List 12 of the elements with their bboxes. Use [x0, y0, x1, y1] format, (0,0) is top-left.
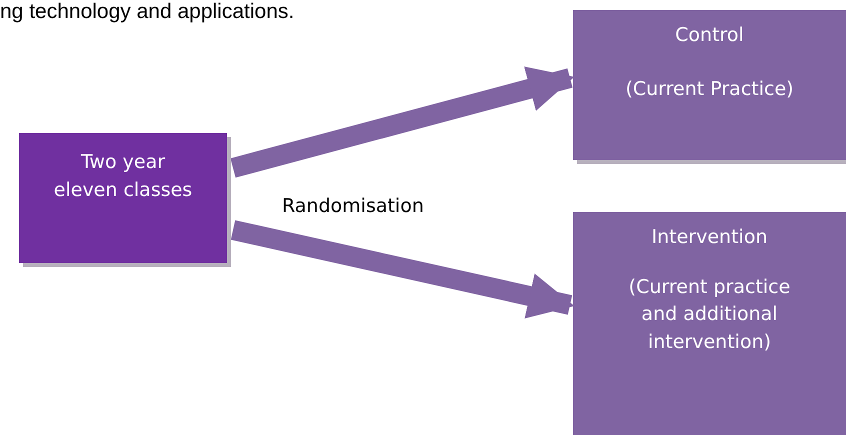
process-box: [19, 133, 227, 263]
box-heading: Intervention: [650, 225, 768, 250]
process-box: [573, 10, 846, 160]
box-heading: Two year eleven classes: [52, 150, 194, 203]
block-arrow: [230, 220, 574, 318]
annotation-text: Randomisation: [282, 195, 424, 217]
body-text: ng technology and applications.: [0, 0, 294, 24]
box-heading: Control: [674, 23, 745, 48]
box-text: (Current Practice): [624, 76, 795, 102]
box-text: (Current practice and additional intervention): [628, 274, 792, 355]
block-arrow: [230, 66, 574, 178]
process-box: [573, 212, 846, 435]
